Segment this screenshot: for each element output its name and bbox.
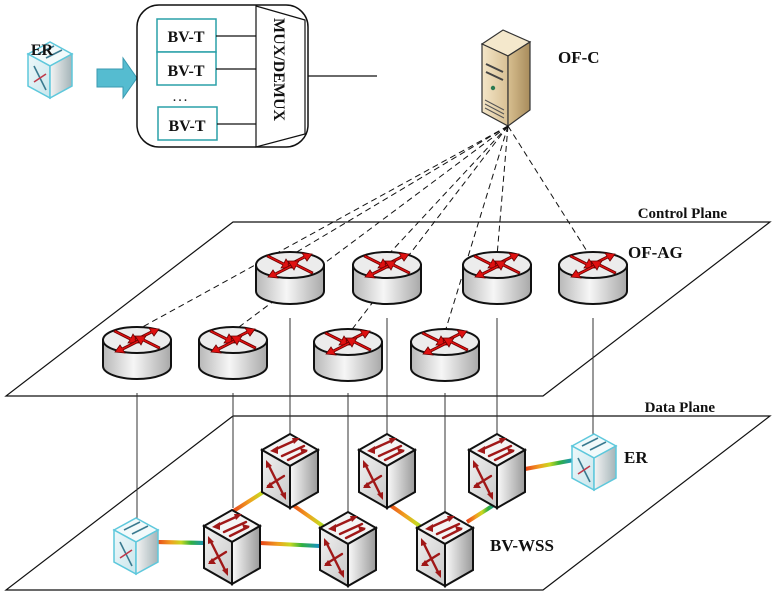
router-icon	[558, 251, 628, 305]
router-icon	[198, 326, 268, 380]
edge-router-label: ER	[624, 448, 648, 467]
bv-wss-switches: BV-WSS	[202, 432, 554, 588]
mux-demux-label: MUX/DEMUX	[270, 18, 287, 122]
edge-router-icon	[571, 433, 617, 491]
transponder-bvt-3: BV-T	[157, 106, 218, 141]
data-plane-label: Data Plane	[645, 400, 716, 416]
ellipsis-label: . . .	[173, 92, 187, 104]
router-icon	[102, 326, 172, 380]
bvt-label: BV-T	[168, 118, 205, 135]
openflow-controller: OF-C	[480, 29, 600, 128]
edge-routers: ER	[113, 433, 648, 575]
router-icon	[462, 251, 532, 305]
agent-label: OF-AG	[628, 243, 683, 262]
switch-icon	[357, 432, 417, 510]
transponder-node-group: ER BV-T BV-T . . . BV-T MUX/DEMUX	[27, 4, 377, 148]
transponder-bvt-2: BV-T	[156, 51, 217, 86]
optical-link	[155, 540, 207, 545]
control-plane-label: Control Plane	[638, 206, 728, 222]
switch-icon	[318, 510, 378, 588]
openflow-agents: OF-AG	[102, 243, 683, 382]
server-icon	[480, 29, 532, 128]
switch-icon	[415, 510, 475, 588]
edge-router-icon	[113, 517, 159, 575]
bvt-label: BV-T	[167, 29, 204, 46]
right-arrow-icon	[96, 56, 138, 100]
controller-label: OF-C	[558, 48, 600, 67]
switch-label: BV-WSS	[490, 536, 554, 555]
router-icon	[313, 328, 383, 382]
router-icon	[410, 328, 480, 382]
switch-icon	[202, 508, 262, 586]
data-plane	[4, 415, 772, 591]
bvt-label: BV-T	[167, 63, 204, 80]
optical-link	[259, 541, 321, 548]
optical-link	[524, 458, 575, 471]
switch-icon	[467, 432, 527, 510]
router-icon	[352, 251, 422, 305]
transponder-bvt-1: BV-T	[156, 18, 217, 53]
control-plane	[4, 221, 772, 397]
edge-router-label: ER	[31, 42, 54, 59]
switch-icon	[260, 432, 320, 510]
router-icon	[255, 251, 325, 305]
mux-demux-block	[255, 5, 306, 148]
vertical-connectors	[136, 318, 594, 518]
